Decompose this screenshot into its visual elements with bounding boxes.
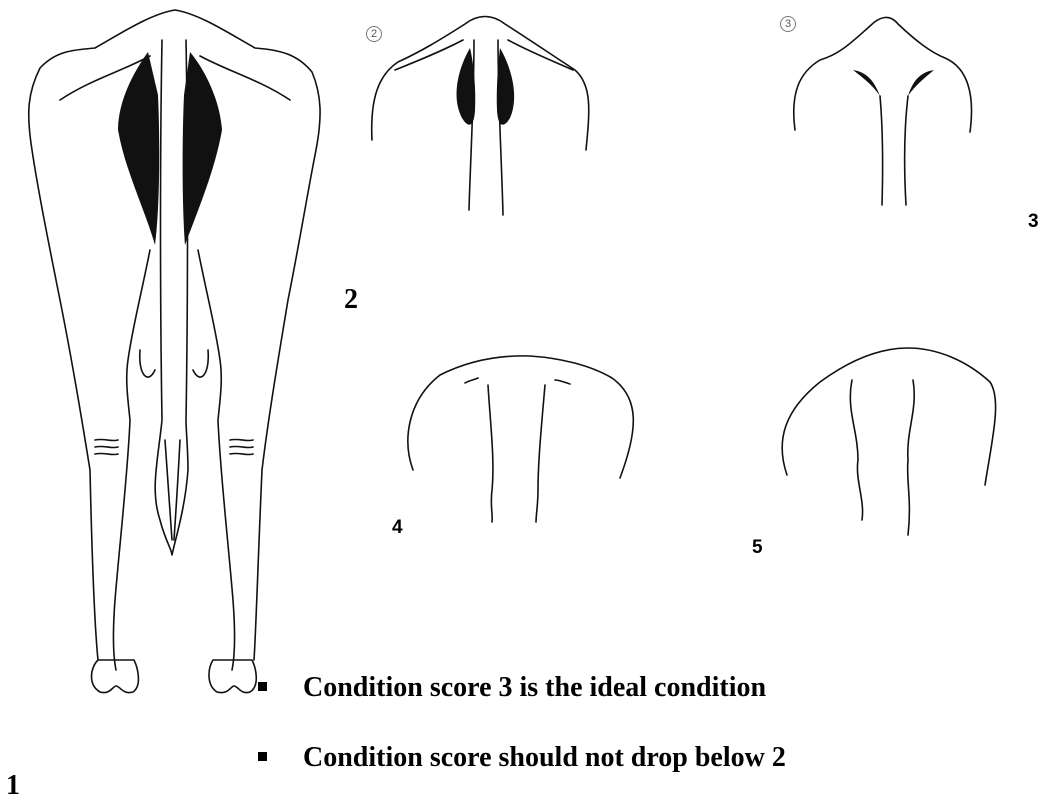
tail [155,40,188,555]
figure-label-2: 2 [344,286,358,314]
tail-head-score-3 [794,17,972,205]
note-minimum-condition: Condition score should not drop below 2 [258,744,786,772]
tail-head-score-4 [408,356,633,522]
left-leg-inner [113,250,150,670]
hooves [92,660,257,693]
pin-fat-right [183,52,222,245]
hip-lines [60,56,290,100]
hock-marks [95,439,253,454]
note-text: Condition score should not drop below 2 [303,742,786,773]
body-outline [29,10,320,660]
tail-head-score-5 [782,348,995,535]
sketch-mark-2: 2 [366,26,382,42]
pin-fat-left [118,52,159,245]
right-leg-inner [198,250,235,670]
figure-label-5: 5 [752,538,763,557]
note-text: Condition score 3 is the ideal condition [303,672,766,703]
note-ideal-condition: Condition score 3 is the ideal condition [258,674,766,702]
sketch-mark-3: 3 [780,16,796,32]
udder [140,350,209,377]
bullet-icon [258,752,267,761]
figure-label-3: 3 [1028,212,1039,231]
figure-label-1: 1 [6,772,20,800]
tail-head-score-2 [372,17,589,216]
cow-rear-view-full [29,10,320,693]
figure-label-4: 4 [392,518,403,537]
bullet-icon [258,682,267,691]
